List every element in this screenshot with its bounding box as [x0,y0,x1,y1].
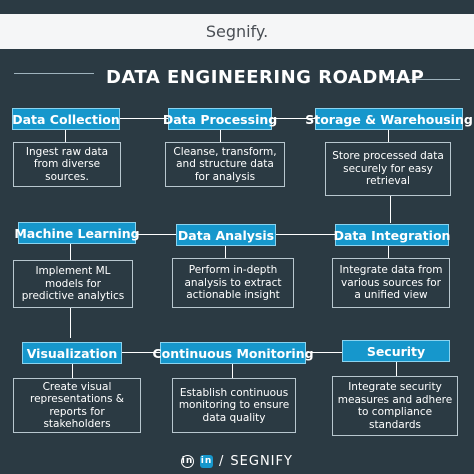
connector [388,128,389,142]
linkedin-icon[interactable]: in [181,454,195,468]
desc-continuous-monitoring: Establish continuous monitoring to ensur… [172,378,296,433]
desc-visualization: Create visual representations & reports … [13,378,141,433]
connector [220,128,221,142]
node-visualization: Visualization [22,342,122,364]
node-continuous-monitoring: Continuous Monitoring [152,342,314,364]
node-data-processing: Data Processing [163,108,277,130]
node-security: Security [342,340,450,362]
connector [136,234,176,235]
desc-machine-learning: Implement ML models for predictive analy… [13,260,133,308]
decorative-circuit-left [14,73,94,74]
connector [272,118,316,119]
desc-data-processing: Cleanse, transform, and structure data f… [165,142,285,187]
connector [120,118,170,119]
node-machine-learning: Machine Learning [14,222,140,244]
desc-security: Integrate security measures and adhere t… [332,376,458,436]
connector [388,245,389,259]
connector [276,234,336,235]
desc-storage-warehousing: Store processed data securely for easy r… [325,142,451,196]
desc-data-analysis: Perform in-depth analysis to extract act… [172,258,294,308]
node-storage-warehousing: Storage & Warehousing [305,108,473,130]
connector [122,352,162,353]
desc-data-integration: Integrate data from various sources for … [332,258,450,308]
brand-header: Segnify. [0,14,474,49]
connector [232,362,233,378]
diagram-title: DATA ENGINEERING ROADMAP [106,67,425,88]
desc-data-collection: Ingest raw data from diverse sources. [13,142,121,187]
brand-name: Segnify. [205,22,269,41]
connector [225,245,226,259]
connector [65,128,66,142]
connector [70,308,71,338]
footer: in in / SEGNIFY [0,448,474,474]
decorative-circuit-right [386,79,460,80]
connector [72,362,73,378]
footer-brand: SEGNIFY [230,453,293,469]
connector [396,362,397,376]
node-data-analysis: Data Analysis [176,224,276,246]
connector [390,195,391,223]
footer-separator: / [219,453,225,469]
connector [306,352,344,353]
node-data-collection: Data Collection [12,108,120,130]
linkedin-icon[interactable]: in [200,454,214,468]
connector [70,243,71,261]
node-data-integration: Data Integration [334,224,450,246]
